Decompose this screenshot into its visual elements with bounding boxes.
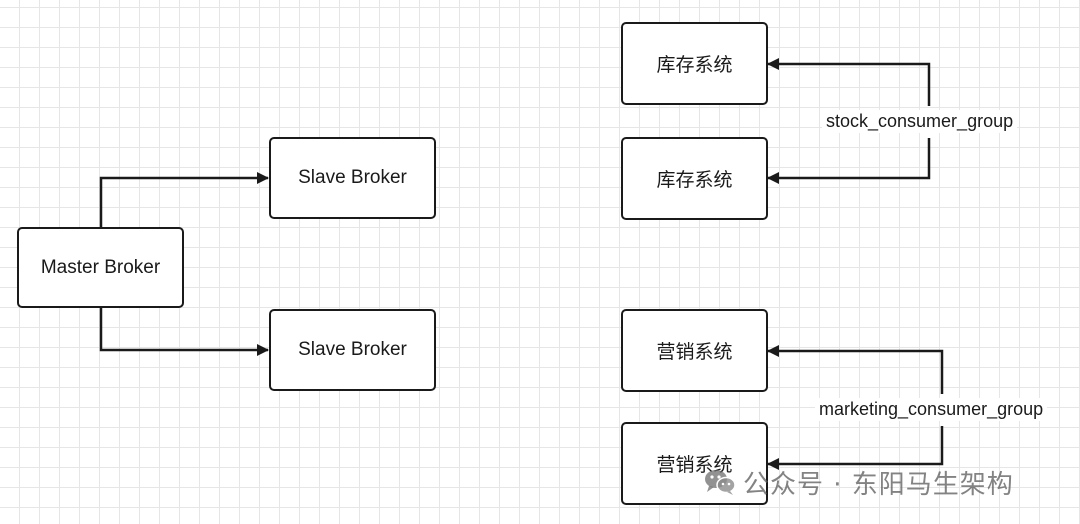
edge-marketing-group-to-marketing-1	[767, 345, 944, 394]
edge-marketing-group-to-marketing-2	[767, 426, 944, 470]
stock-system-2-label: 库存系统	[656, 170, 733, 191]
stock-system-1-label: 库存系统	[656, 55, 733, 76]
edge-stock-group-to-stock-2	[767, 138, 931, 184]
slave-broker-bottom-node[interactable]: Slave Broker	[269, 309, 436, 391]
marketing-system-2-node[interactable]: 营销系统	[621, 422, 768, 505]
edge-master-to-slave-bottom	[99, 308, 269, 356]
master-broker-node[interactable]: Master Broker	[17, 227, 184, 308]
wechat-icon	[705, 470, 736, 495]
stock-system-1-node[interactable]: 库存系统	[621, 22, 768, 105]
watermark-text: 公众号 · 东阳马生架构	[743, 469, 1014, 500]
marketing-consumer-group-label: marketing_consumer_group	[815, 398, 1048, 421]
slave-broker-bottom-label: Slave Broker	[298, 339, 407, 360]
master-broker-label: Master Broker	[40, 256, 161, 278]
edge-stock-group-to-stock-1	[767, 58, 931, 106]
marketing-system-1-node[interactable]: 营销系统	[621, 309, 768, 392]
slave-broker-top-node[interactable]: Slave Broker	[269, 137, 436, 219]
slave-broker-top-label: Slave Broker	[298, 167, 407, 188]
stock-consumer-group-label: stock_consumer_group	[822, 110, 1018, 133]
stock-system-2-node[interactable]: 库存系统	[621, 137, 768, 220]
watermark: 公众号 · 东阳马生架构	[703, 462, 1014, 502]
marketing-system-1-label: 营销系统	[656, 342, 733, 363]
edge-master-to-slave-top	[99, 172, 269, 227]
